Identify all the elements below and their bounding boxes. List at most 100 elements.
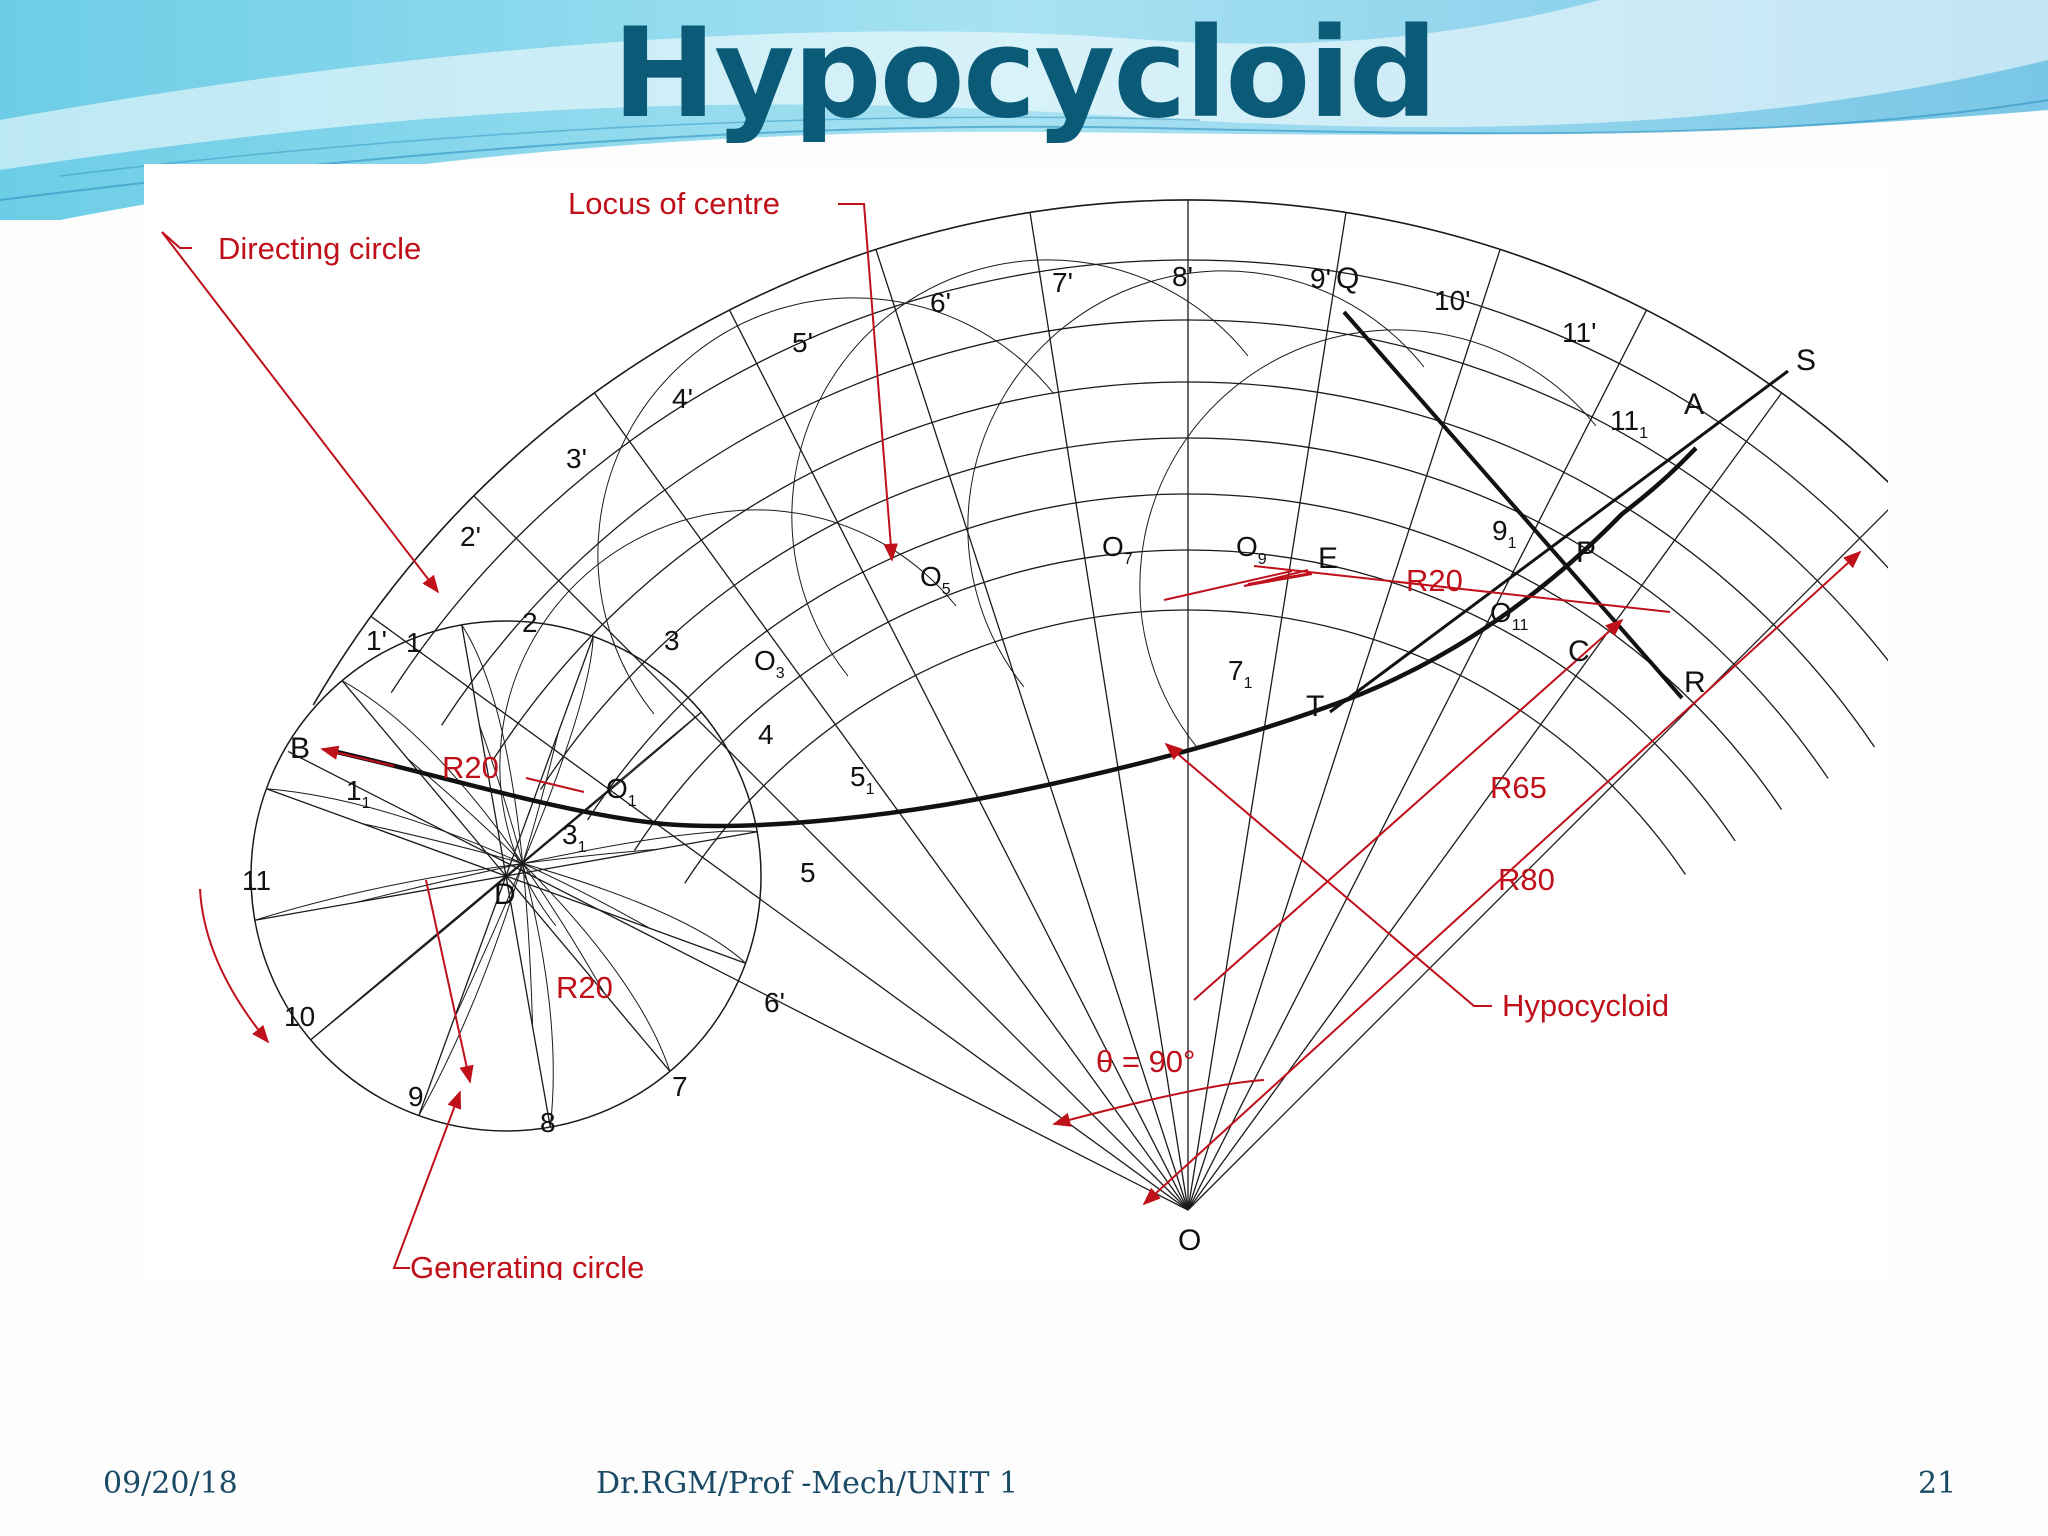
roll-circle-3 xyxy=(967,270,1425,688)
construction-arc-6 xyxy=(362,823,746,964)
r20-b-label: R20 xyxy=(442,750,499,785)
radial-line-11 xyxy=(1187,392,1783,1211)
outer-division-label-2: 2' xyxy=(460,521,481,552)
label-Q: Q xyxy=(1336,262,1359,295)
construction-arc-9 xyxy=(418,732,559,1116)
directing-arrow xyxy=(161,231,440,594)
circle-division-label-6: 6' xyxy=(764,987,785,1018)
r20-c-label: R20 xyxy=(556,970,613,1005)
generating-spoke-9 xyxy=(418,875,507,1116)
centre-label-o7: O7 xyxy=(1102,531,1133,568)
radial-line-10 xyxy=(1187,309,1648,1211)
circle-division-label-9: 9 xyxy=(408,1081,424,1112)
r20-b-dim xyxy=(320,745,395,767)
concentric-arc-1 xyxy=(441,319,1927,726)
construction-arc-10 xyxy=(310,777,624,1041)
circle-division-label-2: 2 xyxy=(522,607,538,638)
construction-arc-5 xyxy=(355,830,758,904)
label-A: A xyxy=(1684,388,1704,421)
r20-a-line xyxy=(1163,570,1293,601)
circle-division-label-8: 8 xyxy=(540,1107,556,1138)
label-D: D xyxy=(494,878,516,911)
directing-circle-label: Directing circle xyxy=(218,231,421,266)
outer-division-label-3: 3' xyxy=(566,443,587,474)
point-label-1-1: 11 xyxy=(346,775,371,812)
label-S: S xyxy=(1796,344,1816,377)
centre-label-o5: O5 xyxy=(920,561,951,598)
construction-arc-1 xyxy=(341,680,605,994)
circle-division-label-5: 5 xyxy=(800,857,816,888)
roll-circle-1 xyxy=(597,297,1055,715)
point-label-3-1: 31 xyxy=(562,819,587,856)
centre-label-o1: O1 xyxy=(606,773,637,810)
label-O: O xyxy=(1178,1224,1201,1257)
centre-label-o3: O3 xyxy=(754,645,785,682)
generating-spoke-1 xyxy=(341,680,507,877)
circle-division-label-7: 7 xyxy=(672,1071,688,1102)
concentric-arc-3 xyxy=(540,437,1829,790)
hypocycloid-callout-label: Hypocycloid xyxy=(1502,988,1669,1023)
directing-leader xyxy=(161,231,192,249)
generating-leader xyxy=(392,1090,462,1269)
outer-division-label-4: 4' xyxy=(672,383,693,414)
r20-c-dim xyxy=(425,879,474,1084)
r20-b-tail xyxy=(525,777,585,793)
locus-leader xyxy=(838,203,898,562)
radial-line-4 xyxy=(728,309,1189,1211)
radial-line-5 xyxy=(875,249,1189,1211)
outer-division-label-9: 9' xyxy=(1310,263,1331,294)
generating-spoke-6 xyxy=(505,875,746,964)
footer-date: 09/20/18 xyxy=(103,1466,238,1501)
construction-arc-7 xyxy=(407,758,671,1072)
point-label-7-1: 71 xyxy=(1228,655,1253,692)
circle-division-label-11: 11 xyxy=(242,865,271,896)
construction-arc-3 xyxy=(453,636,594,1020)
hypocycloid-leader xyxy=(1164,742,1492,1007)
construction-arc-0 xyxy=(266,788,651,929)
centre-label-o9: O9 xyxy=(1236,531,1267,568)
label-T: T xyxy=(1306,690,1324,723)
outer-division-label-7: 7' xyxy=(1052,267,1073,298)
circle-division-label-3: 3 xyxy=(664,625,680,656)
line-t-s xyxy=(1329,369,1789,714)
label-R: R xyxy=(1684,666,1706,699)
radial-line-2 xyxy=(473,495,1189,1211)
generating-circle-label: Generating circle xyxy=(410,1250,644,1280)
generating-circle xyxy=(250,620,762,1132)
label-C: C xyxy=(1568,635,1590,668)
point-label-9-1: 91 xyxy=(1492,515,1517,552)
radial-line-9 xyxy=(1187,249,1501,1211)
outer-division-label-5: 5' xyxy=(792,327,813,358)
rotation-arrow xyxy=(199,888,270,1044)
concentric-arc-0 xyxy=(390,259,1977,693)
roll-circle-2 xyxy=(791,259,1249,677)
outer-division-label-10: 10' xyxy=(1434,285,1471,316)
construction-arc-4 xyxy=(388,711,702,975)
generating-spoke-5 xyxy=(505,831,758,877)
circle-division-label-1: 1 xyxy=(406,627,422,658)
theta-label: θ = 90° xyxy=(1096,1044,1195,1079)
label-E: E xyxy=(1318,542,1338,575)
generating-spoke-11 xyxy=(254,875,507,921)
circle-division-label-10: 10 xyxy=(284,1001,315,1032)
theta-arc xyxy=(1052,1079,1265,1127)
r65-dim xyxy=(1193,618,1624,1001)
outer-division-label-6: 6' xyxy=(930,287,951,318)
outer-division-label-11: 11' xyxy=(1562,317,1596,348)
r80-dim xyxy=(1142,550,1862,1206)
label-P: P xyxy=(1576,536,1596,569)
generating-spoke-2 xyxy=(461,624,507,877)
generating-spoke-3 xyxy=(505,636,594,877)
generating-spoke-0 xyxy=(266,788,507,877)
circle-division-label-4: 4 xyxy=(758,719,774,750)
r20-a-label: R20 xyxy=(1406,563,1463,598)
outer-division-label-1: 1' xyxy=(366,625,387,656)
generating-spoke-8 xyxy=(505,875,551,1128)
slide-title: Hypocycloid xyxy=(612,2,1437,146)
concentric-arc-6 xyxy=(684,609,1686,884)
footer-page-number: 21 xyxy=(1918,1466,1957,1501)
construction-arc-11 xyxy=(254,848,657,921)
locus-of-centre-label: Locus of centre xyxy=(568,186,780,221)
outer-division-label-8: 8' xyxy=(1172,261,1193,292)
